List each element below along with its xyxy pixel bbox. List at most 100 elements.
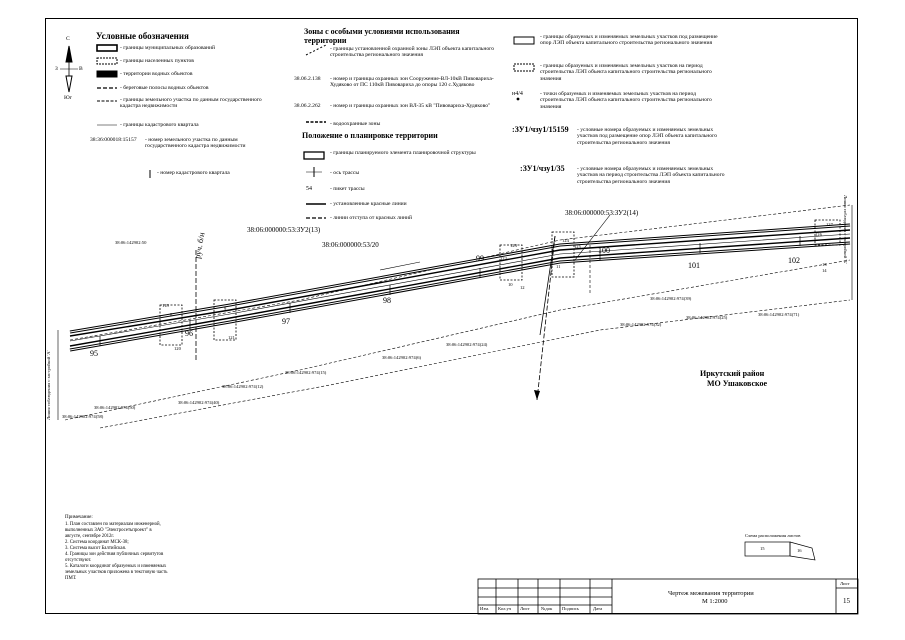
parcel-label: 38:06:142902:974(6) xyxy=(382,355,422,360)
picket-99: 99 xyxy=(476,254,484,263)
parcel-label: 38:06:142902:974(24) xyxy=(446,342,488,347)
legend-cad-sample: 38:36:000018:15157 xyxy=(90,137,137,143)
location-scheme-sheet-b: 16 xyxy=(797,548,802,553)
planning-picket-sample: 54 xyxy=(306,186,312,192)
notes-line: выполненных ЗАО "Электросетьпроект" в xyxy=(65,527,152,533)
support-14: 14 xyxy=(822,268,827,273)
stamp-scale: М 1:2000 xyxy=(702,598,728,605)
picket-96: 96 xyxy=(185,329,193,338)
zones-title: Зоны с особыми условиями использования т… xyxy=(304,27,460,45)
notes-line: 4. Границы зон действия публичных сервит… xyxy=(65,551,164,557)
legend-symbols xyxy=(96,36,535,219)
route-axis xyxy=(69,233,851,342)
point-121: 121 xyxy=(228,335,235,340)
parcel-label: 38:06:142902:974(71) xyxy=(758,312,800,317)
zones-item-1: - границы установленной охранной зоны ЛЭ… xyxy=(330,46,495,59)
notes-line: земельных участков приложена в текстовую… xyxy=(65,569,168,575)
picket-102: 102 xyxy=(788,256,800,265)
stamp-header: Дата xyxy=(593,606,603,611)
legend-item-parcel: - границы земельного участка по данным г… xyxy=(120,97,262,110)
drawing-frame xyxy=(45,18,858,614)
notes-line: августе, сентябре 2012г. xyxy=(65,533,115,539)
stamp-header: Подпись xyxy=(562,606,579,611)
point-126: 126 xyxy=(815,232,822,237)
point-122: 122 xyxy=(500,256,507,261)
support-8: 8 xyxy=(170,312,173,317)
notes-block: 1. План составлен по материалам инженерн… xyxy=(65,522,167,582)
right-legend-item-3: - точки образуемых и изменяемых земельны… xyxy=(540,91,712,110)
support-12: 12 xyxy=(520,285,525,290)
zones-item-3: - номер и границы охранных зон ВЛ-35 кВ … xyxy=(330,103,491,109)
support-13: 13 xyxy=(822,262,827,267)
right-legend-item-2: - границы образуемых и изменяемых земель… xyxy=(540,63,712,82)
stamp-title: Чертеж межевания территории xyxy=(668,590,754,597)
point-icon xyxy=(516,97,520,101)
legend-item-settlement: - границы населенных пунктов xyxy=(120,58,194,64)
planning-item-2: - ось трассы xyxy=(330,170,360,176)
label-district-2: МО Ушаковское xyxy=(707,379,768,388)
compass-east: В xyxy=(79,66,83,72)
zones-item-3-code: 38.06.2.262 xyxy=(294,103,321,109)
flow-line xyxy=(536,235,556,401)
red-lines xyxy=(69,229,851,347)
right-legend-code-1-desc: - условные номера образуемых и изменяемы… xyxy=(577,127,718,146)
label-zu14: 38:06:000000:53:ЗУ2(14) xyxy=(565,209,639,217)
point-120: 120 xyxy=(174,346,181,351)
zones-item-2: - номер и границы охранных зон Сооружени… xyxy=(330,76,494,89)
stamp-sheet-number: 15 xyxy=(843,597,850,605)
notes-title: Примечание: xyxy=(65,515,93,520)
parcel-label: 38:06:142902:974(32) xyxy=(620,322,662,327)
planning-item-4: - установленные красные линии xyxy=(330,201,407,207)
compass-south: Юг xyxy=(64,95,73,101)
compass-rose-icon xyxy=(60,45,78,93)
picket-ticks xyxy=(99,236,801,346)
stamp-header: №док xyxy=(541,606,553,611)
support-plots xyxy=(159,219,841,346)
right-legend-item-1: - границы образуемых и изменяемых земель… xyxy=(540,34,718,47)
parcel-label: 38:06:142902:974(50) xyxy=(94,405,136,410)
planning-title: Положение о планировке территории xyxy=(302,131,438,140)
label-district-1: Иркутский район xyxy=(700,369,765,378)
legend-cad-desc: - номер земельного участка по данным гос… xyxy=(145,137,246,150)
picket-101: 101 xyxy=(688,261,700,270)
border-label-right: Линия соблюдения с застройкой 'Б' xyxy=(843,195,848,264)
legend-item-quarter: - границы кадастрового квартала xyxy=(120,122,199,128)
picket-95: 95 xyxy=(90,349,98,358)
legend-item-shore: - береговые полосы водных объектов xyxy=(120,85,209,91)
title-block xyxy=(477,578,859,615)
parcel-label: 38:06:142902:974(40) xyxy=(178,400,220,405)
label-zu20: 38:06:000000:53/20 xyxy=(322,241,379,249)
picket-97: 97 xyxy=(282,317,290,326)
planning-item-3: - пикет трассы xyxy=(330,186,365,192)
flow-arrow-icon xyxy=(534,390,540,400)
point-125: 125 xyxy=(574,244,581,249)
right-legend-code-2-desc: - условные номера образуемых и изменяемы… xyxy=(577,166,725,185)
notes-line: ПМТ. xyxy=(65,575,77,581)
notes-line: отсутствуют. xyxy=(65,557,92,563)
zones-item-4: - водоохранные зоны xyxy=(330,121,381,127)
notes-line: 5. Каталоги координат образуемых и измен… xyxy=(65,563,167,569)
legend-item-municipal: - границы муниципальных образований xyxy=(120,45,216,51)
legend-item-water: - территории водных объектов xyxy=(120,71,193,77)
parcel-label: 38:06:142902:974(25) xyxy=(686,315,728,320)
parcel-label: 38:06:142902:974(58) xyxy=(62,414,104,419)
label-zu13: 38:06:000000:53:ЗУ2(13) xyxy=(247,226,321,234)
zones-item-2-code: 38.06.2.138 xyxy=(294,76,321,82)
support-11: 11 xyxy=(556,264,561,269)
compass-north: С xyxy=(66,36,70,42)
right-legend-code-2: :ЗУ1/чзу1/35 xyxy=(520,164,565,173)
stamp-header: Лист xyxy=(520,606,530,611)
planning-item-5: - линии отступа от красных линий xyxy=(330,215,412,221)
parcel-label: 38:06:142902:50 xyxy=(115,240,147,245)
right-legend-point-sample: н4/4 xyxy=(512,91,523,97)
planning-boundary xyxy=(69,223,851,352)
parcel-label: 38:06:142902:974(12) xyxy=(222,384,264,389)
support-9: 9 xyxy=(224,306,227,311)
support-10: 10 xyxy=(508,282,513,287)
legend-quarter-desc: - номер кадастрового квартала xyxy=(157,170,230,176)
notes-line: 3. Система высот Балтийская. xyxy=(65,545,126,551)
point-127: 127 xyxy=(826,222,833,227)
point-118: 118 xyxy=(162,303,169,308)
stamp-sheet-label: Лист xyxy=(840,581,850,586)
